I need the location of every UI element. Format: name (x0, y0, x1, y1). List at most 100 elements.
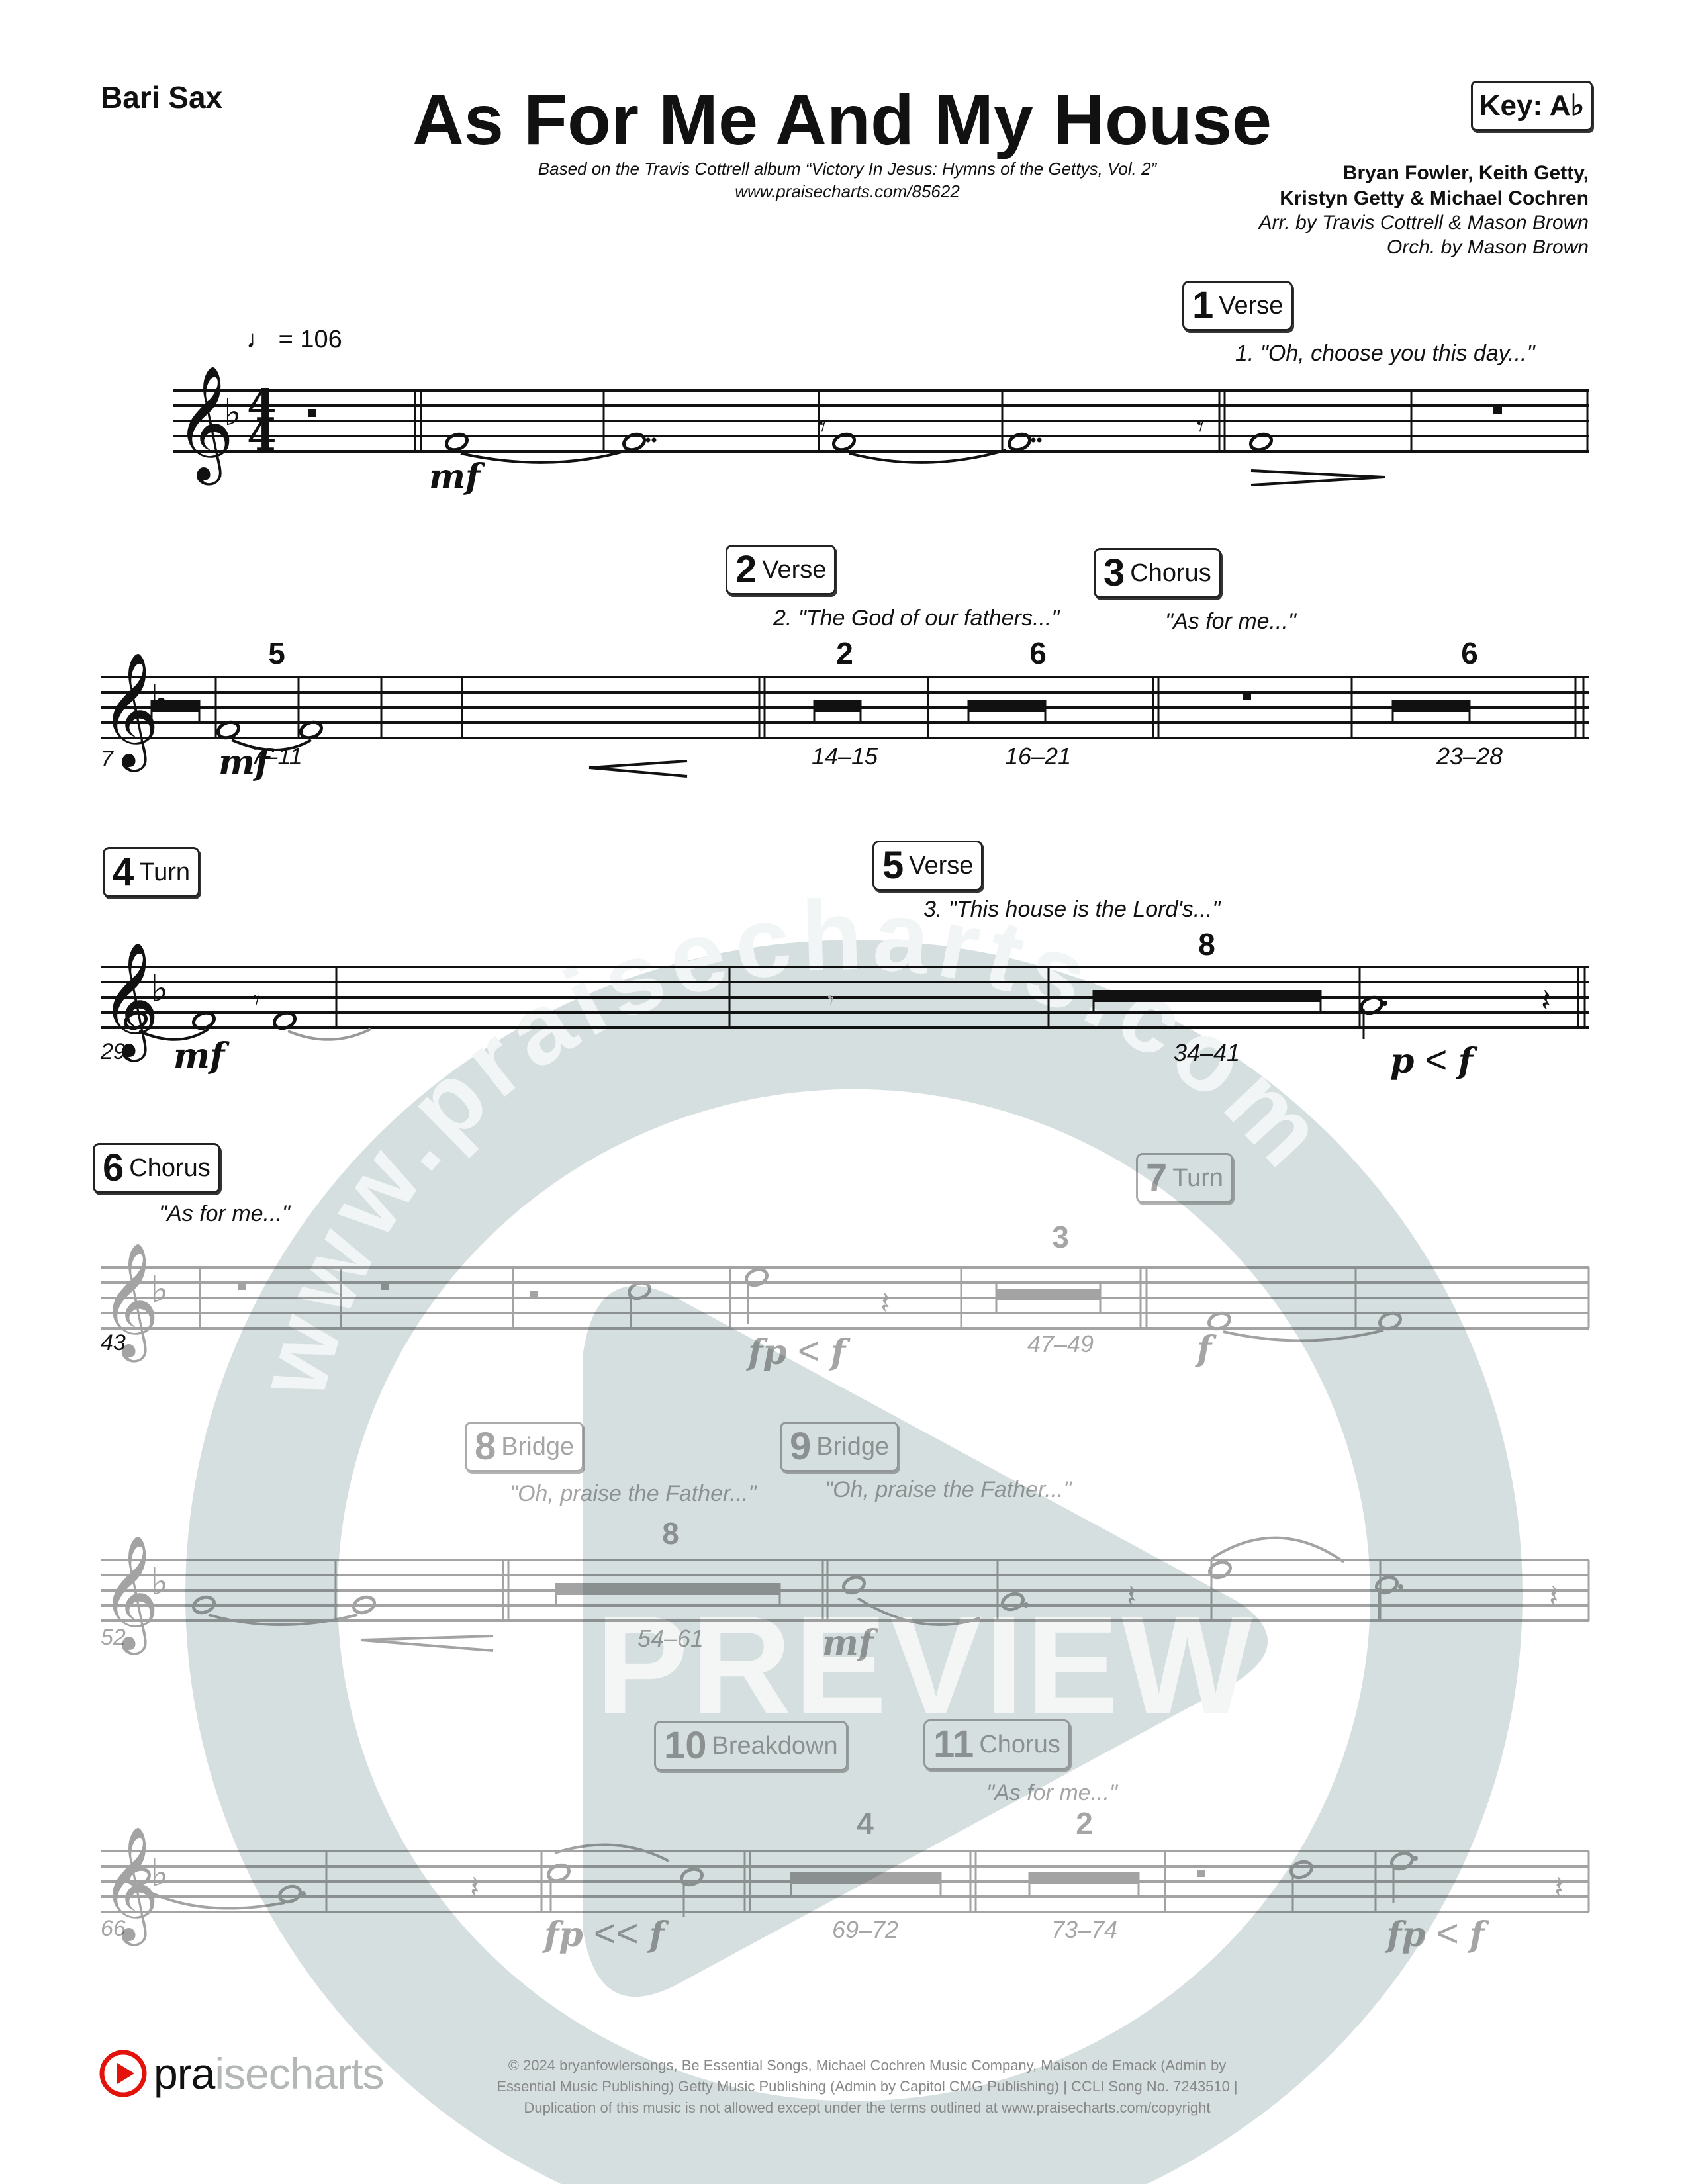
svg-text:𝄞: 𝄞 (175, 365, 234, 486)
svg-text:𝄽: 𝄽 (1554, 1869, 1564, 1906)
multirest-range: 69–72 (831, 1916, 899, 1943)
dynamic-fp-cresc-f: fp < f (748, 1330, 846, 1373)
section-label: Verse (909, 852, 974, 880)
svg-text:𝄽: 𝄽 (1541, 982, 1551, 1019)
song-title: As For Me And My House (412, 79, 1272, 159)
play-icon (99, 2050, 147, 2097)
multirest-range: 23–28 (1436, 743, 1503, 770)
multirest-count: 4 (857, 1806, 874, 1841)
svg-text:♭: ♭ (151, 1852, 168, 1895)
multirest-count: 2 (836, 636, 853, 670)
multirest-range: 73–74 (1051, 1916, 1118, 1943)
svg-text:𝄞: 𝄞 (101, 942, 160, 1062)
multirest-range: 14–15 (811, 743, 878, 770)
svg-text:♭: ♭ (151, 968, 168, 1011)
section-number: 9 (790, 1425, 812, 1468)
instrument-name: Bari Sax (101, 80, 223, 114)
song-url[interactable]: www.praisecharts.com/85622 (735, 181, 960, 201)
rehearsal-mark-2: 2 Verse (726, 545, 837, 595)
multirest-range: 34–41 (1173, 1039, 1241, 1066)
dynamic-fp-cresc-f: fp < f (1387, 1912, 1485, 1955)
logo-wordmark: praisecharts (154, 2049, 385, 2098)
praisecharts-logo[interactable]: praisecharts (98, 2048, 385, 2099)
multirest-count: 3 (1052, 1220, 1069, 1254)
multirest-count: 2 (1076, 1806, 1093, 1841)
writers-line-1: Bryan Fowler, Keith Getty, (1342, 162, 1589, 184)
svg-text:♭: ♭ (151, 678, 168, 721)
rehearsal-mark-10: 10 Breakdown (654, 1721, 848, 1771)
rehearsal-mark-9: 9 Bridge (780, 1422, 900, 1472)
measure-number: 43 (101, 1330, 126, 1355)
copyright-line-3: Duplication of this music is not allowed… (524, 2099, 1211, 2116)
svg-text:𝄾: 𝄾 (1197, 412, 1204, 442)
rehearsal-mark-1: 1 Verse (1182, 281, 1293, 331)
multirest-count: 5 (268, 636, 285, 670)
multirest-count: 8 (662, 1516, 679, 1551)
rehearsal-mark-7: 7 Turn (1136, 1153, 1233, 1203)
svg-text:♭: ♭ (151, 1268, 168, 1311)
multirest-range: 7–11 (251, 743, 303, 770)
section-number: 11 (933, 1723, 974, 1766)
lyric-cue-8: "Oh, praise the Father..." (510, 1481, 757, 1506)
dynamic-mf: mf (429, 457, 481, 497)
svg-text:𝄾: 𝄾 (819, 412, 826, 442)
section-number: 8 (475, 1425, 496, 1468)
rehearsal-mark-6: 6 Chorus (93, 1143, 220, 1193)
multirest-range: 47–49 (1027, 1330, 1094, 1357)
lyric-cue-3: "As for me..." (1165, 609, 1296, 634)
rehearsal-mark-8: 8 Bridge (465, 1422, 585, 1472)
tempo-marking: ♩ = 106 (246, 326, 342, 354)
dynamic-fp-cresc-f: fp << f (544, 1912, 665, 1955)
section-number: 1 (1192, 284, 1214, 327)
section-label: Bridge (816, 1433, 890, 1461)
svg-text:♭: ♭ (151, 1561, 168, 1604)
multirest-count: 6 (1461, 636, 1478, 670)
rehearsal-mark-5: 5 Verse (872, 841, 984, 891)
svg-text:𝄞: 𝄞 (101, 1242, 160, 1363)
dynamic-p-cresc-f: p < f (1390, 1038, 1473, 1081)
section-label: Breakdown (712, 1732, 838, 1760)
section-number: 5 (882, 844, 904, 887)
orchestrator: Orch. by Mason Brown (1386, 236, 1589, 258)
svg-text:𝄽: 𝄽 (1127, 1578, 1137, 1615)
preview-watermark: PREVIEW (596, 1587, 1256, 1743)
arranger: Arr. by Travis Cottrell & Mason Brown (1258, 212, 1589, 234)
section-number: 10 (664, 1724, 707, 1767)
section-number: 3 (1103, 551, 1125, 594)
copyright-line-2: Essential Music Publishing) Getty Music … (496, 2078, 1238, 2095)
svg-text:𝄞: 𝄞 (101, 1826, 160, 1946)
multirest-range: 16–21 (1004, 743, 1072, 770)
key-badge: Key: A♭ (1471, 81, 1593, 131)
svg-text:𝄽: 𝄽 (470, 1869, 480, 1906)
dynamic-mf: mf (822, 1623, 874, 1663)
multirest-count: 6 (1029, 636, 1047, 670)
svg-text:𝄽: 𝄽 (1549, 1578, 1559, 1615)
lyric-cue-6: "As for me..." (159, 1201, 290, 1226)
section-number: 7 (1146, 1156, 1168, 1199)
measure-number: 7 (101, 747, 113, 772)
measure-number: 66 (101, 1916, 126, 1941)
svg-text:𝄞: 𝄞 (101, 1535, 160, 1655)
section-label: Chorus (979, 1731, 1060, 1758)
dynamic-mf: mf (173, 1036, 225, 1076)
copyright-line-1: © 2024 bryanfowlersongs, Be Essential So… (508, 2057, 1227, 2073)
measure-number: 29 (101, 1039, 126, 1064)
lyric-cue-1: 1. "Oh, choose you this day..." (1235, 341, 1535, 366)
multirest-range: 54–61 (637, 1625, 704, 1652)
lyric-cue-5: 3. "This house is the Lord's..." (923, 897, 1221, 922)
rehearsal-mark-11: 11 Chorus (923, 1719, 1070, 1770)
measure-number: 52 (101, 1625, 126, 1650)
section-label: Chorus (1130, 559, 1211, 587)
svg-text:𝄞: 𝄞 (101, 652, 160, 772)
dynamic-mf: mf (218, 743, 270, 783)
section-label: Turn (1172, 1164, 1223, 1192)
lyric-cue-11: "As for me..." (986, 1780, 1117, 1805)
section-label: Bridge (501, 1433, 575, 1461)
svg-text:𝄾: 𝄾 (827, 985, 835, 1016)
svg-text:♭: ♭ (224, 391, 241, 434)
album-source: Based on the Travis Cottrell album “Vict… (538, 159, 1157, 179)
svg-text:𝄽: 𝄽 (880, 1285, 890, 1322)
svg-text:4: 4 (247, 381, 277, 430)
section-label: Turn (139, 858, 190, 886)
